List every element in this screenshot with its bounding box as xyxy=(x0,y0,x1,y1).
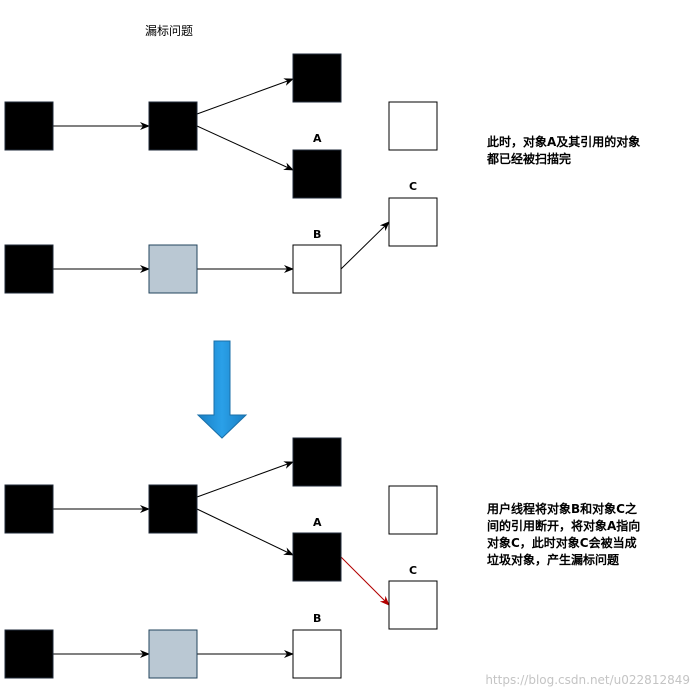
top-note-line-2: 都已经被扫描完 xyxy=(486,151,571,166)
watermark: https://blog.csdn.net/u022812849 xyxy=(485,673,690,687)
bottom-node-1 xyxy=(148,484,198,534)
top-label-c: C xyxy=(409,180,417,193)
bottom-note-line-3: 对象C，此时对象C会被当成 xyxy=(487,535,637,550)
top-note-line-1: 此时，对象A及其引用的对象 xyxy=(487,134,640,149)
bottom-note-line-2: 间的引用断开，将对象A指向 xyxy=(487,518,640,533)
edge-bottom-n1-to-black-top xyxy=(196,461,294,498)
bottom-note-line-1: 用户线程将对象B和对象C之 xyxy=(486,501,637,516)
edge-bottom-n1-to-a xyxy=(196,508,294,556)
bottom-root-node-2 xyxy=(4,629,54,679)
top-label-a: A xyxy=(313,132,322,145)
bottom-root-node-1 xyxy=(4,484,54,534)
top-node-b xyxy=(292,244,342,294)
bottom-node-a xyxy=(292,532,342,582)
down-arrow-icon xyxy=(196,340,248,439)
bottom-white-node-isolated xyxy=(388,485,438,535)
top-node-1 xyxy=(148,101,198,151)
edge-top-b-to-c xyxy=(340,221,390,270)
bottom-black-node-upper xyxy=(292,437,342,487)
edge-top-n1-to-a xyxy=(196,125,294,171)
top-root-node-1 xyxy=(4,101,54,151)
bottom-gray-node xyxy=(148,629,198,679)
edge-bottom-a-to-c xyxy=(340,556,390,606)
top-node-c xyxy=(388,197,438,247)
bottom-node-c xyxy=(388,580,438,630)
bottom-label-a: A xyxy=(313,516,322,529)
top-white-node-isolated xyxy=(388,101,438,151)
diagram-title: 漏标问题 xyxy=(145,24,193,38)
bottom-note-line-4: 垃圾对象，产生漏标问题 xyxy=(487,552,620,567)
top-root-node-2 xyxy=(4,244,54,294)
bottom-label-b: B xyxy=(313,612,321,625)
top-node-a xyxy=(292,149,342,199)
top-black-node-upper xyxy=(292,53,342,103)
bottom-node-b xyxy=(292,629,342,679)
top-label-b: B xyxy=(313,228,321,241)
top-gray-node xyxy=(148,244,198,294)
edge-top-n1-to-black-top xyxy=(196,78,294,115)
bottom-label-c: C xyxy=(409,564,417,577)
